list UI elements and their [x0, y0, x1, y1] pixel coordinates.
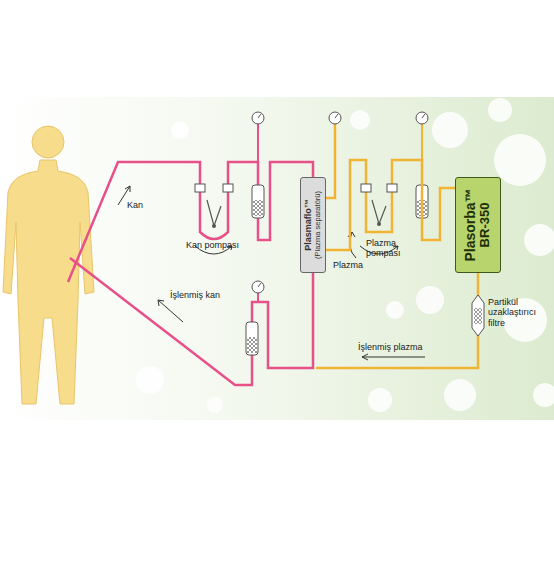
pump-label: Kan pompası: [186, 240, 239, 250]
flow-label: İşlenmiş kan: [170, 290, 220, 300]
rotated-text: Plasmaflo™(Plazma separatörü): [304, 191, 322, 259]
flow-arrows: [118, 186, 425, 360]
plasma-pressure-line: [326, 124, 335, 198]
model-number: BR-350: [479, 188, 493, 261]
treated-blood-line: [70, 258, 313, 385]
plasma-separator: Plasmaflo™(Plazma separatörü): [300, 177, 326, 273]
flow-label: Plazma: [333, 260, 363, 270]
flow-label: Kan: [127, 200, 143, 210]
bubble-decor: [136, 98, 554, 413]
part-name: (Plazma separatörü): [314, 191, 322, 259]
product-name: Plasmaflo™: [304, 191, 314, 259]
treated-plasma-line: [316, 273, 478, 368]
ground-band: [0, 97, 554, 420]
patient-figure: [3, 160, 94, 404]
pump-label: Plazma pompası: [366, 238, 406, 259]
filter-label: Partikül uzaklaştırıcı filtre: [488, 297, 550, 328]
flow-label: İşlenmiş plazma: [358, 342, 423, 352]
plasma-line: [326, 160, 455, 250]
rotated-text: Plasorba™BR-350: [463, 188, 493, 261]
product-name: Plasorba™: [463, 188, 478, 261]
adsorption-column: Plasorba™BR-350: [455, 177, 501, 273]
patient-head: [32, 126, 64, 158]
plasma-tube: [326, 160, 455, 250]
bubble-traps: [246, 185, 428, 355]
blood-line: [68, 162, 313, 282]
particle-filter: [472, 295, 484, 336]
pressure-gauges: [252, 112, 428, 302]
